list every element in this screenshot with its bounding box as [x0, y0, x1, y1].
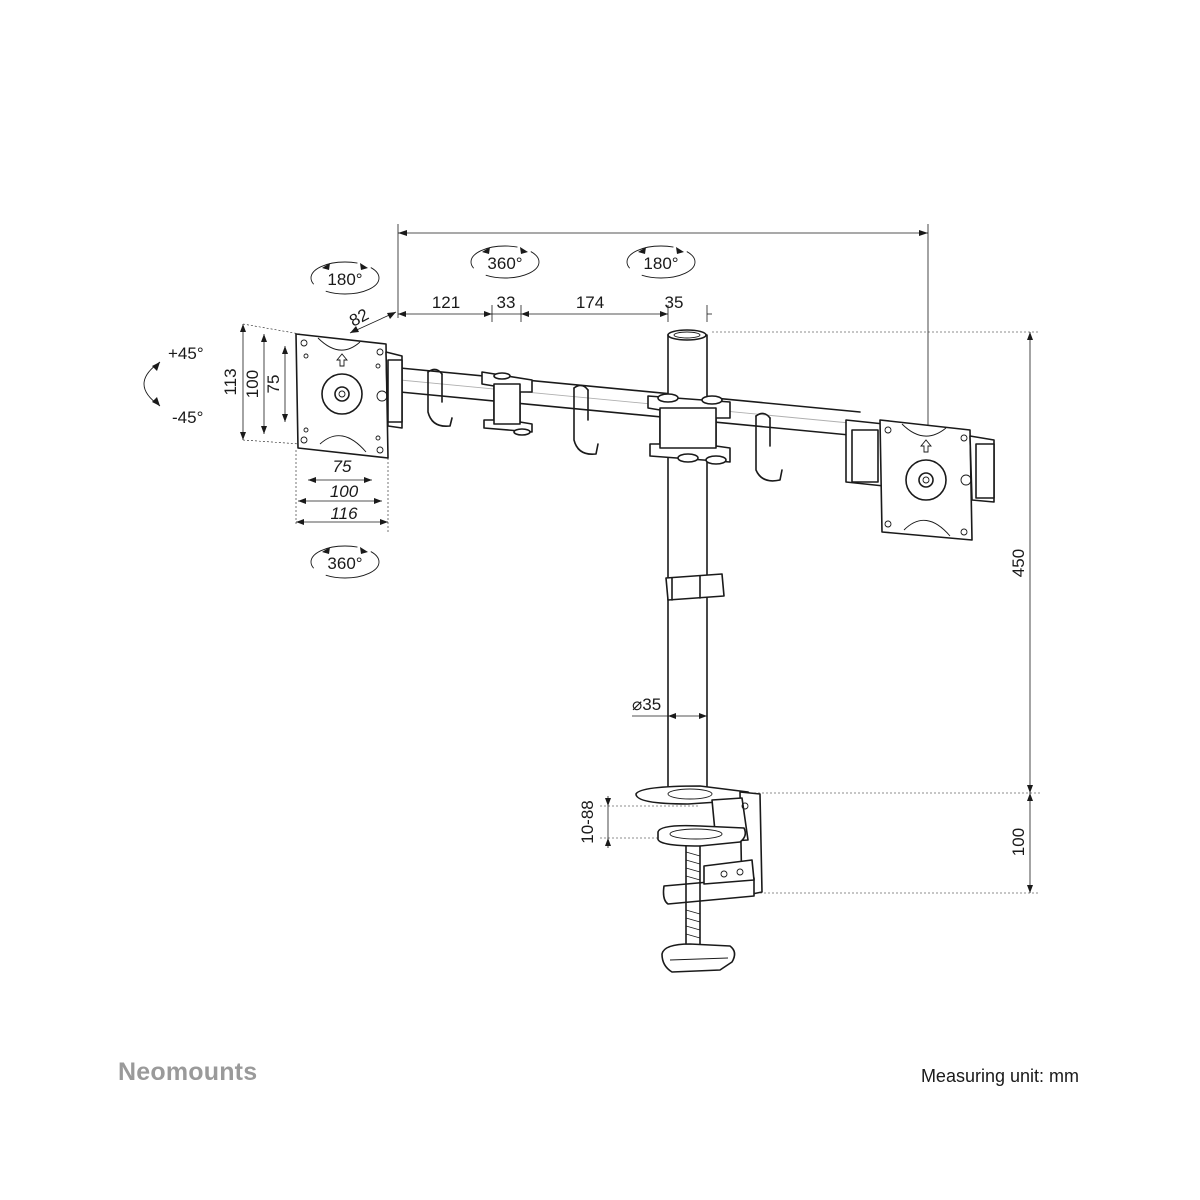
vesa-plate-right	[845, 419, 995, 541]
dim-plate-height-inner: 75	[264, 375, 283, 394]
rotation-badge-top-left: 180°	[310, 261, 380, 295]
arm-joint-1	[481, 371, 533, 436]
clamp-range-dimension: 10-88	[578, 796, 700, 848]
rotation-badge-arm-joint-2: 180°	[626, 245, 696, 279]
dim-arm-segment-3: 174	[576, 293, 604, 312]
dim-clamp-height: 100	[1009, 828, 1028, 856]
rotation-label-bottom-left: 360°	[327, 554, 362, 573]
depth-dimension: 82	[346, 305, 397, 334]
dim-arm-segment-1: 121	[432, 293, 460, 312]
overall-width-dimension	[397, 224, 929, 435]
rotation-badge-arm-joint-1: 360°	[470, 245, 540, 279]
tilt-label-down: -45°	[172, 408, 203, 427]
rotation-badge-bottom-left: 360°	[310, 545, 380, 579]
plate-width-dimensions: 75 100 116	[295, 450, 389, 532]
rotation-label-arm-joint-2: 180°	[643, 254, 678, 273]
arm-segment-dimensions: 121 33 174 35	[398, 293, 712, 322]
cable-clip-2	[573, 384, 599, 456]
dim-depth: 82	[346, 305, 372, 331]
measuring-unit-note: Measuring unit: mm	[920, 1066, 1079, 1086]
tilt-indicator: +45° -45°	[143, 344, 204, 427]
dim-plate-width-mid: 100	[330, 482, 359, 501]
dim-plate-height-mid: 100	[243, 370, 262, 398]
rotation-label-arm-joint-1: 360°	[487, 254, 522, 273]
height-dimensions: 450 100	[712, 331, 1040, 894]
vesa-plate-left	[295, 333, 403, 459]
brand-logo: Neomounts	[118, 1058, 258, 1086]
pole-cable-clip	[665, 573, 725, 601]
dim-pole-diameter: ⌀35	[632, 695, 661, 714]
dim-plate-width-inner: 75	[333, 457, 352, 476]
rotation-label-top-left: 180°	[327, 270, 362, 289]
dim-clamp-range: 10-88	[578, 800, 597, 843]
dim-plate-height-outer: 113	[221, 368, 240, 395]
dim-plate-width-outer: 116	[330, 504, 358, 523]
plate-height-dimensions: 113 100 75	[221, 323, 301, 445]
dim-arm-segment-4: 35	[665, 293, 684, 312]
cable-clip-1	[427, 368, 453, 428]
cable-clip-3	[755, 412, 783, 482]
desk-clamp	[635, 785, 763, 973]
central-hub	[647, 393, 731, 465]
arm-bar	[399, 367, 861, 437]
dim-arm-segment-2: 33	[497, 293, 516, 312]
tilt-label-up: +45°	[168, 344, 204, 363]
dim-pole-height: 450	[1009, 549, 1028, 577]
pole-diameter-dimension: ⌀35	[632, 695, 707, 719]
